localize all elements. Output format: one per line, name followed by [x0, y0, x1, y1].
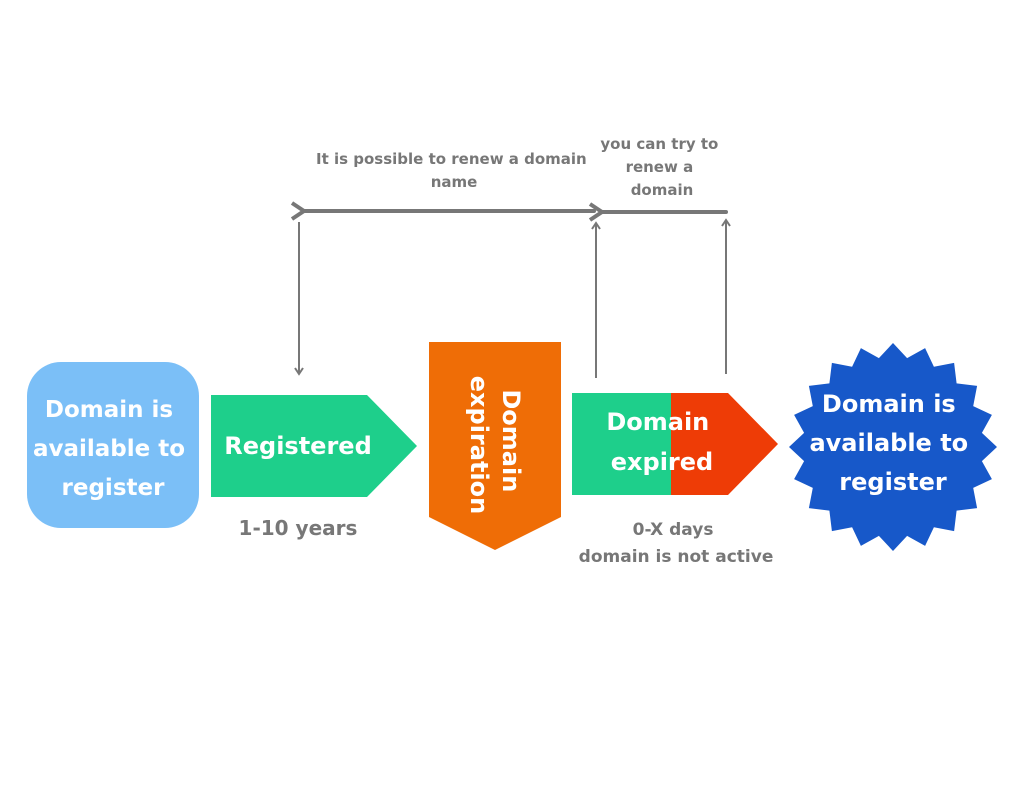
available-end-line-2: available to — [809, 429, 968, 457]
available-start-line-2: available to — [33, 436, 185, 462]
available-end-shape — [789, 343, 997, 551]
up-arrow-from-expired-left-head — [591, 221, 601, 230]
svg-text:Domain is available to: Domain is available to register — [809, 390, 976, 496]
renewal-arrows — [290, 201, 731, 378]
try-renew-line-3: domain — [631, 181, 694, 199]
renew-possible-line-2: name — [431, 173, 478, 191]
svg-text:Domain expiration: Domain expiration — [465, 376, 525, 514]
svg-text:It is possible to renew a doma: It is possible to renew a domain name — [316, 150, 592, 191]
expiration-node: Domain expiration — [429, 342, 561, 550]
renew-possible-line-1: It is possible to renew a domain — [316, 150, 587, 168]
svg-text:you can try to renew a: you can try to renew a domain — [600, 135, 723, 199]
expired-duration-line-1: 0-X days — [633, 520, 714, 540]
try-renew-line-2: renew a — [626, 158, 694, 176]
expiration-line-1: Domain — [497, 389, 525, 492]
expired-node: Domain expired — [572, 393, 778, 495]
expiration-line-2: expiration — [465, 376, 493, 514]
svg-text:0-X days domain is not ac: 0-X days domain is not active — [579, 520, 774, 567]
registered-duration-label: 1-10 years — [239, 516, 358, 540]
available-start-shape — [27, 362, 199, 528]
available-start-line-3: register — [62, 475, 166, 501]
expired-duration-line-2: domain is not active — [579, 547, 774, 567]
expired-line-1: Domain — [606, 408, 709, 436]
expired-shape-left — [572, 393, 671, 495]
expired-shape-right — [671, 393, 778, 495]
down-arrow-to-registered-head — [294, 367, 304, 376]
registered-shape — [211, 395, 417, 497]
up-arrow-from-expired-right-head — [721, 218, 731, 227]
available-start-line-1: Domain is — [45, 397, 173, 423]
registered-node: Registered — [211, 395, 417, 497]
registered-label: Registered — [224, 432, 372, 460]
svg-text:Domain is available to: Domain is available to register — [33, 397, 193, 501]
expiration-shape — [429, 342, 561, 550]
expired-line-2: expired — [611, 448, 713, 476]
available-end-line-3: register — [839, 468, 947, 496]
try-renew-line-1: you can try to — [600, 135, 718, 153]
svg-text:Domain expired: Domain expired — [606, 408, 717, 476]
available-end-line-1: Domain is — [822, 390, 956, 418]
available-start-node: Domain is available to register — [27, 362, 199, 528]
available-end-node: Domain is available to register — [789, 343, 997, 551]
